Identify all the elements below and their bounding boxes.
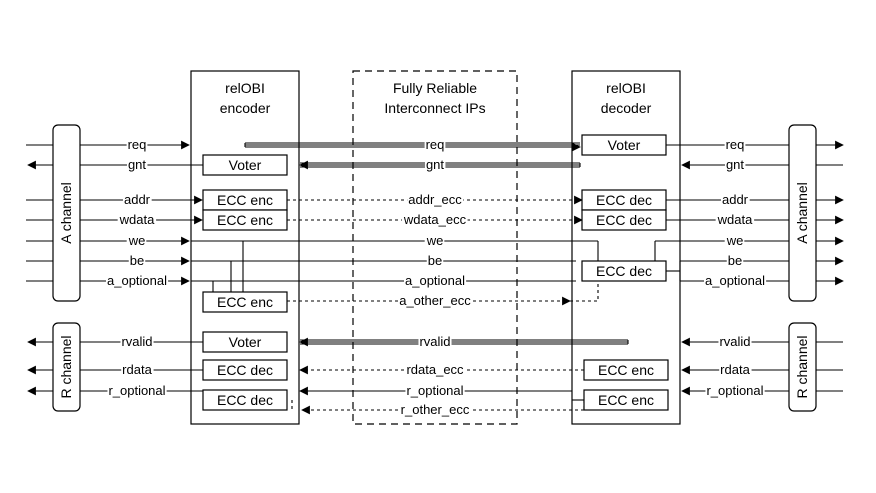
encoder-roptional-ecc-dec-label: ECC dec	[217, 392, 273, 408]
left-req-label: req	[128, 137, 147, 152]
right-r-channel-label: R channel	[794, 335, 810, 398]
mid-gnt-label: gnt	[426, 157, 444, 172]
encoder-title-line2: encoder	[220, 100, 271, 116]
left-we-label: we	[128, 233, 146, 248]
right-req-label: req	[726, 137, 745, 152]
right-r-optional-label: r_optional	[706, 383, 763, 398]
decoder-addr-ecc-dec-label: ECC dec	[596, 192, 652, 208]
right-a-channel	[788, 124, 817, 302]
encoder-rvalid-voter	[202, 331, 288, 353]
encoder-rdata-ecc-dec-label: ECC dec	[217, 362, 273, 378]
left-be-label: be	[130, 253, 144, 268]
encoder-wdata-ecc-enc	[202, 209, 288, 231]
encoder-wdata-ecc-enc-label: ECC enc	[217, 212, 273, 228]
encoder-other-ecc-enc	[202, 291, 288, 313]
right-addr-label: addr	[722, 192, 749, 207]
decoder-title-line2: decoder	[601, 100, 652, 116]
right-a-optional-label: a_optional	[705, 273, 765, 288]
decoder-wdata-ecc-dec-label: ECC dec	[596, 212, 652, 228]
interconnect-title-line1: Fully Reliable	[393, 80, 477, 96]
right-a-channel-label: A channel	[794, 182, 810, 244]
left-a-channel-label: A channel	[58, 182, 74, 244]
decoder-req-voter	[581, 134, 667, 156]
left-r-channel	[52, 322, 81, 412]
decoder-rdata-ecc-enc-label: ECC enc	[598, 362, 654, 378]
mid-a-other-ecc-label: a_other_ecc	[399, 293, 471, 308]
mid-r-other-ecc-label: r_other_ecc	[401, 402, 470, 417]
right-gnt-label: gnt	[726, 157, 744, 172]
encoder-gnt-voter-label: Voter	[229, 157, 262, 173]
mid-r-optional-label: r_optional	[406, 383, 463, 398]
left-r-channel-label: R channel	[58, 335, 74, 398]
decoder-title-line1: relOBI	[606, 80, 646, 96]
left-a-channel	[52, 124, 81, 302]
encoder-addr-ecc-enc-label: ECC enc	[217, 192, 273, 208]
encoder-roptional-ecc-dec	[202, 389, 288, 411]
encoder-gnt-voter	[202, 154, 288, 176]
mid-rvalid-label: rvalid	[419, 334, 450, 349]
interconnect-frame	[352, 70, 518, 425]
encoder-rvalid-voter-label: Voter	[229, 334, 262, 350]
decoder-other-ecc-dec-label: ECC dec	[596, 263, 652, 279]
mid-req-label: req	[426, 137, 445, 152]
left-a-optional-label: a_optional	[107, 273, 167, 288]
mid-rdata-ecc-label: rdata_ecc	[406, 362, 464, 377]
encoder-other-ecc-enc-label: ECC enc	[217, 294, 273, 310]
mid-we-label: we	[426, 233, 444, 248]
left-gnt-label: gnt	[128, 157, 146, 172]
decoder-roptional-ecc-enc	[583, 389, 669, 411]
encoder-title-line1: relOBI	[225, 80, 265, 96]
right-we-label: we	[726, 233, 744, 248]
left-r-optional-label: r_optional	[108, 383, 165, 398]
mid-addr-ecc-label: addr_ecc	[408, 192, 462, 207]
left-rdata-label: rdata	[122, 362, 152, 377]
right-rdata-label: rdata	[720, 362, 750, 377]
encoder-rdata-ecc-dec	[202, 359, 288, 381]
interconnect-title-line2: Interconnect IPs	[384, 100, 485, 116]
right-r-channel	[788, 322, 817, 412]
mid-wdata-ecc-label: wdata_ecc	[403, 212, 467, 227]
decoder-roptional-ecc-enc-label: ECC enc	[598, 392, 654, 408]
right-be-label: be	[728, 253, 742, 268]
decoder-wdata-ecc-dec	[581, 209, 667, 231]
left-rvalid-label: rvalid	[121, 334, 152, 349]
mid-be-label: be	[428, 253, 442, 268]
right-rvalid-label: rvalid	[719, 334, 750, 349]
left-wdata-label: wdata	[119, 212, 155, 227]
decoder-rdata-ecc-enc	[583, 359, 669, 381]
right-wdata-label: wdata	[717, 212, 753, 227]
decoder-req-voter-label: Voter	[608, 137, 641, 153]
mid-a-optional-label: a_optional	[405, 273, 465, 288]
left-addr-label: addr	[124, 192, 151, 207]
